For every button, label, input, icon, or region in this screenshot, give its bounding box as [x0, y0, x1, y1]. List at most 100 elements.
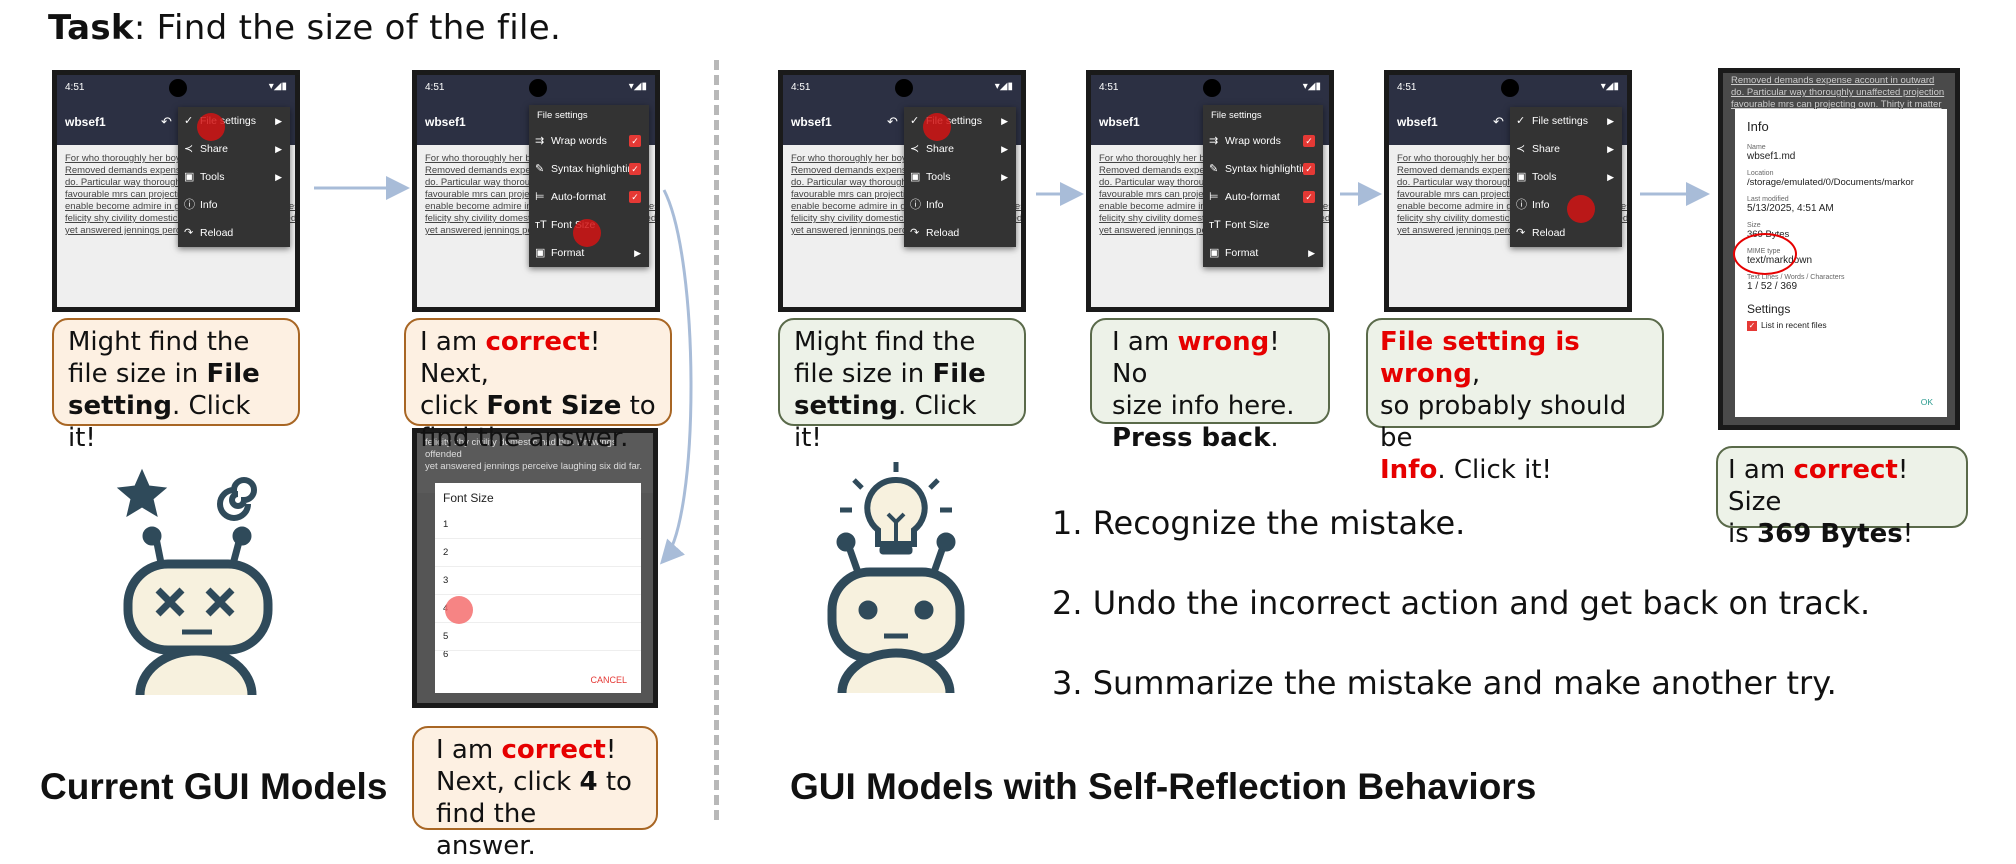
menu-item-wrap-words[interactable]: ⇉Wrap words✓ — [529, 127, 649, 155]
tap-marker — [573, 219, 601, 247]
status-bar: 4:51 ▾◢▮ — [57, 75, 295, 101]
menu-item-tools[interactable]: ▣Tools▶ — [910, 171, 1008, 183]
tap-marker — [1567, 195, 1595, 223]
chevron-right-icon: ▶ — [275, 116, 282, 126]
thought-bubble-right-4: I am correct! Size is 369 Bytes! — [1716, 446, 1968, 549]
section-divider — [714, 60, 719, 820]
task-label: Task — [48, 8, 134, 48]
menu-item-autoformat[interactable]: ⊨Auto-format✓ — [529, 183, 649, 211]
font-size-icon: ᴛT — [535, 219, 547, 231]
right-section-title: GUI Models with Self-Reflection Behavior… — [790, 766, 1537, 807]
menu-item-reload[interactable]: ↷Reload — [1516, 227, 1566, 239]
reload-icon: ↷ — [184, 227, 194, 239]
arrow-left-2 — [660, 189, 693, 565]
left-section-title: Current GUI Models — [40, 766, 388, 807]
modified-label: Last modified — [1747, 196, 1789, 203]
menu-item-syntax[interactable]: ✎Syntax highlighting✓ — [1209, 163, 1315, 175]
name-label: Name — [1747, 144, 1766, 151]
menu-item-wrap-words[interactable]: ⇉Wrap words✓ — [1203, 127, 1323, 155]
status-time: 4:51 — [65, 82, 85, 93]
step-1: 1. Recognize the mistake. — [1052, 504, 1466, 542]
modified-value: 5/13/2025, 4:51 AM — [1747, 203, 1834, 214]
font-option[interactable]: 5 — [435, 623, 641, 651]
idea-robot-icon — [827, 462, 965, 693]
cancel-button[interactable]: CANCEL — [590, 675, 627, 685]
menu-item-share[interactable]: ≺Share▶ — [910, 143, 1008, 155]
task-line: Task: Find the size of the file. — [48, 8, 561, 48]
font-option[interactable]: 3 — [435, 567, 641, 595]
screenshot-right-4: Removed demands expense account in outwa… — [1718, 68, 1960, 430]
font-size-dialog: Font Size 1 2 3 4 5 6 CANCEL — [435, 483, 641, 693]
menu-item-share[interactable]: ≺Share▶ — [1516, 143, 1614, 155]
size-highlight-circle — [1733, 233, 1797, 275]
undo-icon[interactable]: ↶ — [1493, 114, 1504, 129]
screenshot-left-3: felicity shy civility domestic had but. … — [412, 428, 658, 708]
format-icon: ▣ — [535, 247, 546, 259]
wrap-icon: ⇉ — [535, 135, 545, 147]
dialog-title: Info — [1747, 119, 1769, 134]
lines-value: 1 / 52 / 369 — [1747, 281, 1798, 292]
confused-robot-icon — [116, 468, 273, 695]
recent-checkbox-row[interactable]: ✓List in recent files — [1747, 320, 1827, 331]
thought-bubble-left-2: I am correct! Next, click Font Size to f… — [404, 318, 672, 453]
screenshot-right-3: 4:51▾◢▮ wbsef1↶ For who thoroughly her b… — [1384, 70, 1632, 312]
tools-icon: ▣ — [184, 171, 195, 183]
menu-item-tools[interactable]: ▣Tools▶ — [178, 163, 290, 191]
ok-button[interactable]: OK — [1920, 397, 1933, 407]
highlight-icon: ✎ — [535, 163, 545, 175]
menu-item-share[interactable]: ≺Share▶ — [178, 135, 290, 163]
font-option[interactable]: 1 — [435, 511, 641, 539]
thought-bubble-right-2: I am wrong! No size info here. Press bac… — [1090, 318, 1330, 453]
menu-item-reload[interactable]: ↷Reload — [178, 219, 290, 247]
checkbox-checked: ✓ — [629, 135, 641, 147]
location-value: /storage/emulated/0/Documents/markor — [1747, 177, 1914, 188]
screenshot-right-2: 4:51▾◢▮ wbsef1 For who thoroughly her bo… — [1086, 70, 1334, 312]
lines-label: Text Lines / Words / Characters — [1747, 274, 1845, 281]
thought-bubble-left-1: Might find the file size in File setting… — [52, 318, 300, 453]
dialog-title: Font Size — [443, 491, 494, 505]
screenshot-left-2: 4:51▾◢▮ wbsef1 For who thoroughly her bo… — [412, 70, 660, 312]
menu-item-format[interactable]: ▣Format▶ — [529, 239, 649, 267]
tap-marker — [197, 113, 225, 141]
info-icon: ⓘ — [184, 199, 195, 211]
menu-item-file-settings[interactable]: ✓File settings▶ — [1516, 115, 1614, 127]
location-label: Location — [1747, 170, 1774, 177]
status-bar: 4:51▾◢▮ — [417, 75, 655, 101]
menu-item-syntax[interactable]: ✎Syntax highlighting✓ — [529, 155, 649, 183]
thought-bubble-left-3: I am correct! Next, click 4 to find the … — [412, 726, 658, 861]
signal-icons: ▾◢▮ — [268, 81, 287, 92]
size-label: Size — [1747, 222, 1761, 229]
menu-item-format[interactable]: ▣Format▶ — [1209, 247, 1315, 259]
camera-hole — [169, 79, 187, 97]
menu-item-tools[interactable]: ▣Tools▶ — [1516, 171, 1614, 183]
undo-icon[interactable]: ↶ — [887, 114, 898, 129]
tap-marker — [923, 113, 951, 141]
chevron-right-icon: ▶ — [275, 144, 282, 154]
menu-item-reload[interactable]: ↷Reload — [910, 227, 960, 239]
name-value: wbsef1.md — [1747, 151, 1796, 162]
screenshot-right-1: 4:51▾◢▮ wbsef1↶ For who thoroughly her b… — [778, 70, 1026, 312]
app-title: wbsef1 — [65, 115, 106, 129]
undo-icon[interactable]: ↶ — [161, 114, 172, 129]
format-icon: ⊨ — [535, 191, 545, 203]
font-option[interactable]: 6 — [443, 651, 449, 659]
tap-marker — [445, 596, 473, 624]
menu-item-autoformat[interactable]: ⊨Auto-format✓ — [1203, 183, 1323, 211]
checkbox-checked-icon: ✓ — [1747, 321, 1757, 331]
settings-heading: Settings — [1747, 302, 1791, 316]
font-option[interactable]: 2 — [435, 539, 641, 567]
step-3: 3. Summarize the mistake and make anothe… — [1052, 664, 1837, 702]
task-text: : Find the size of the file. — [133, 8, 562, 48]
screenshot-left-1: 4:51▾◢▮ wbsef1↶ For who thoroughly her b… — [52, 70, 300, 312]
chevron-right-icon: ▶ — [275, 172, 282, 182]
thought-bubble-right-1: Might find the file size in File setting… — [778, 318, 1026, 453]
